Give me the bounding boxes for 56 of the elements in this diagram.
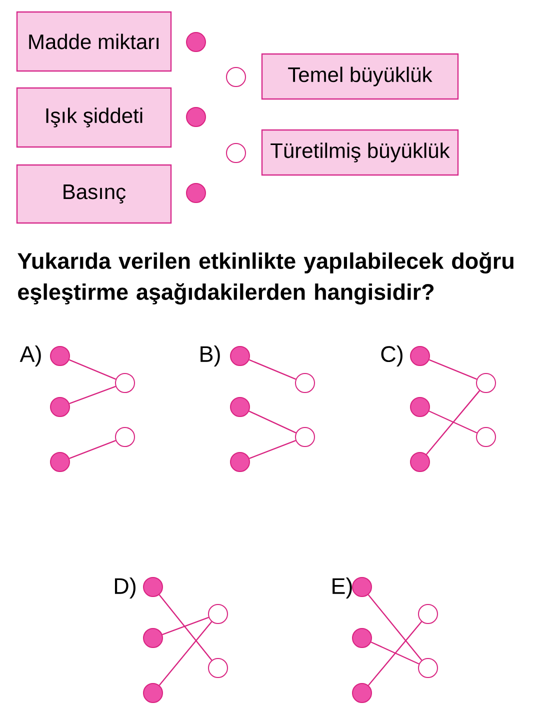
filled-dot	[410, 452, 430, 472]
filled-dot	[352, 683, 372, 703]
connector-line	[162, 616, 209, 636]
open-dot	[208, 658, 228, 678]
option-letter: B)	[200, 346, 220, 366]
filled-dot	[186, 183, 206, 203]
connector-line	[248, 410, 296, 434]
filled-dot	[50, 346, 70, 366]
connector-line	[249, 359, 296, 380]
filled-dot	[352, 628, 372, 648]
open-dot	[476, 427, 496, 447]
open-dot	[226, 143, 246, 163]
filled-dot	[230, 452, 250, 472]
label-box: Türetilmiş büyüklük	[261, 129, 459, 176]
filled-dot	[186, 107, 206, 127]
filled-dot	[230, 346, 250, 366]
connector-line	[429, 359, 477, 380]
option-letter: E)	[332, 578, 352, 598]
open-dot	[476, 373, 496, 393]
option-letter: D)	[114, 578, 136, 598]
filled-dot	[410, 397, 430, 417]
filled-dot	[143, 628, 163, 648]
filled-dot	[143, 577, 163, 597]
open-dot	[418, 604, 438, 624]
open-dot	[226, 67, 246, 87]
question-text: Yukarıda verilen etkinlikte yapılabilecek doğru eşleştirme aşağıdakilerden hangisidir?	[18, 252, 514, 305]
option-letter: A)	[20, 346, 41, 366]
filled-dot	[186, 32, 206, 52]
open-dot	[295, 427, 315, 447]
connector-line	[426, 390, 480, 455]
open-dot	[295, 373, 315, 393]
connector-line	[69, 359, 116, 380]
connector-line	[69, 386, 116, 404]
filled-dot	[230, 397, 250, 417]
label-box: Basınç	[16, 164, 172, 224]
connector-line	[158, 594, 212, 661]
filled-dot	[50, 452, 70, 472]
option-letter: C)	[381, 346, 402, 366]
connector-line	[249, 440, 296, 459]
filled-dot	[410, 346, 430, 366]
label-box: Temel büyüklük	[261, 53, 459, 100]
filled-dot	[143, 683, 163, 703]
filled-dot	[50, 397, 70, 417]
label-box: Işık şiddeti	[16, 87, 172, 148]
open-dot	[115, 373, 135, 393]
open-dot	[115, 427, 135, 447]
connector-line	[368, 594, 422, 661]
connector-line	[428, 410, 478, 434]
connector-line	[368, 621, 422, 686]
open-dot	[208, 604, 228, 624]
connector-line	[370, 642, 420, 664]
filled-dot	[352, 577, 372, 597]
connector-line	[69, 440, 116, 459]
label-box: Madde miktarı	[16, 11, 172, 72]
connector-line	[158, 621, 212, 686]
open-dot	[418, 658, 438, 678]
